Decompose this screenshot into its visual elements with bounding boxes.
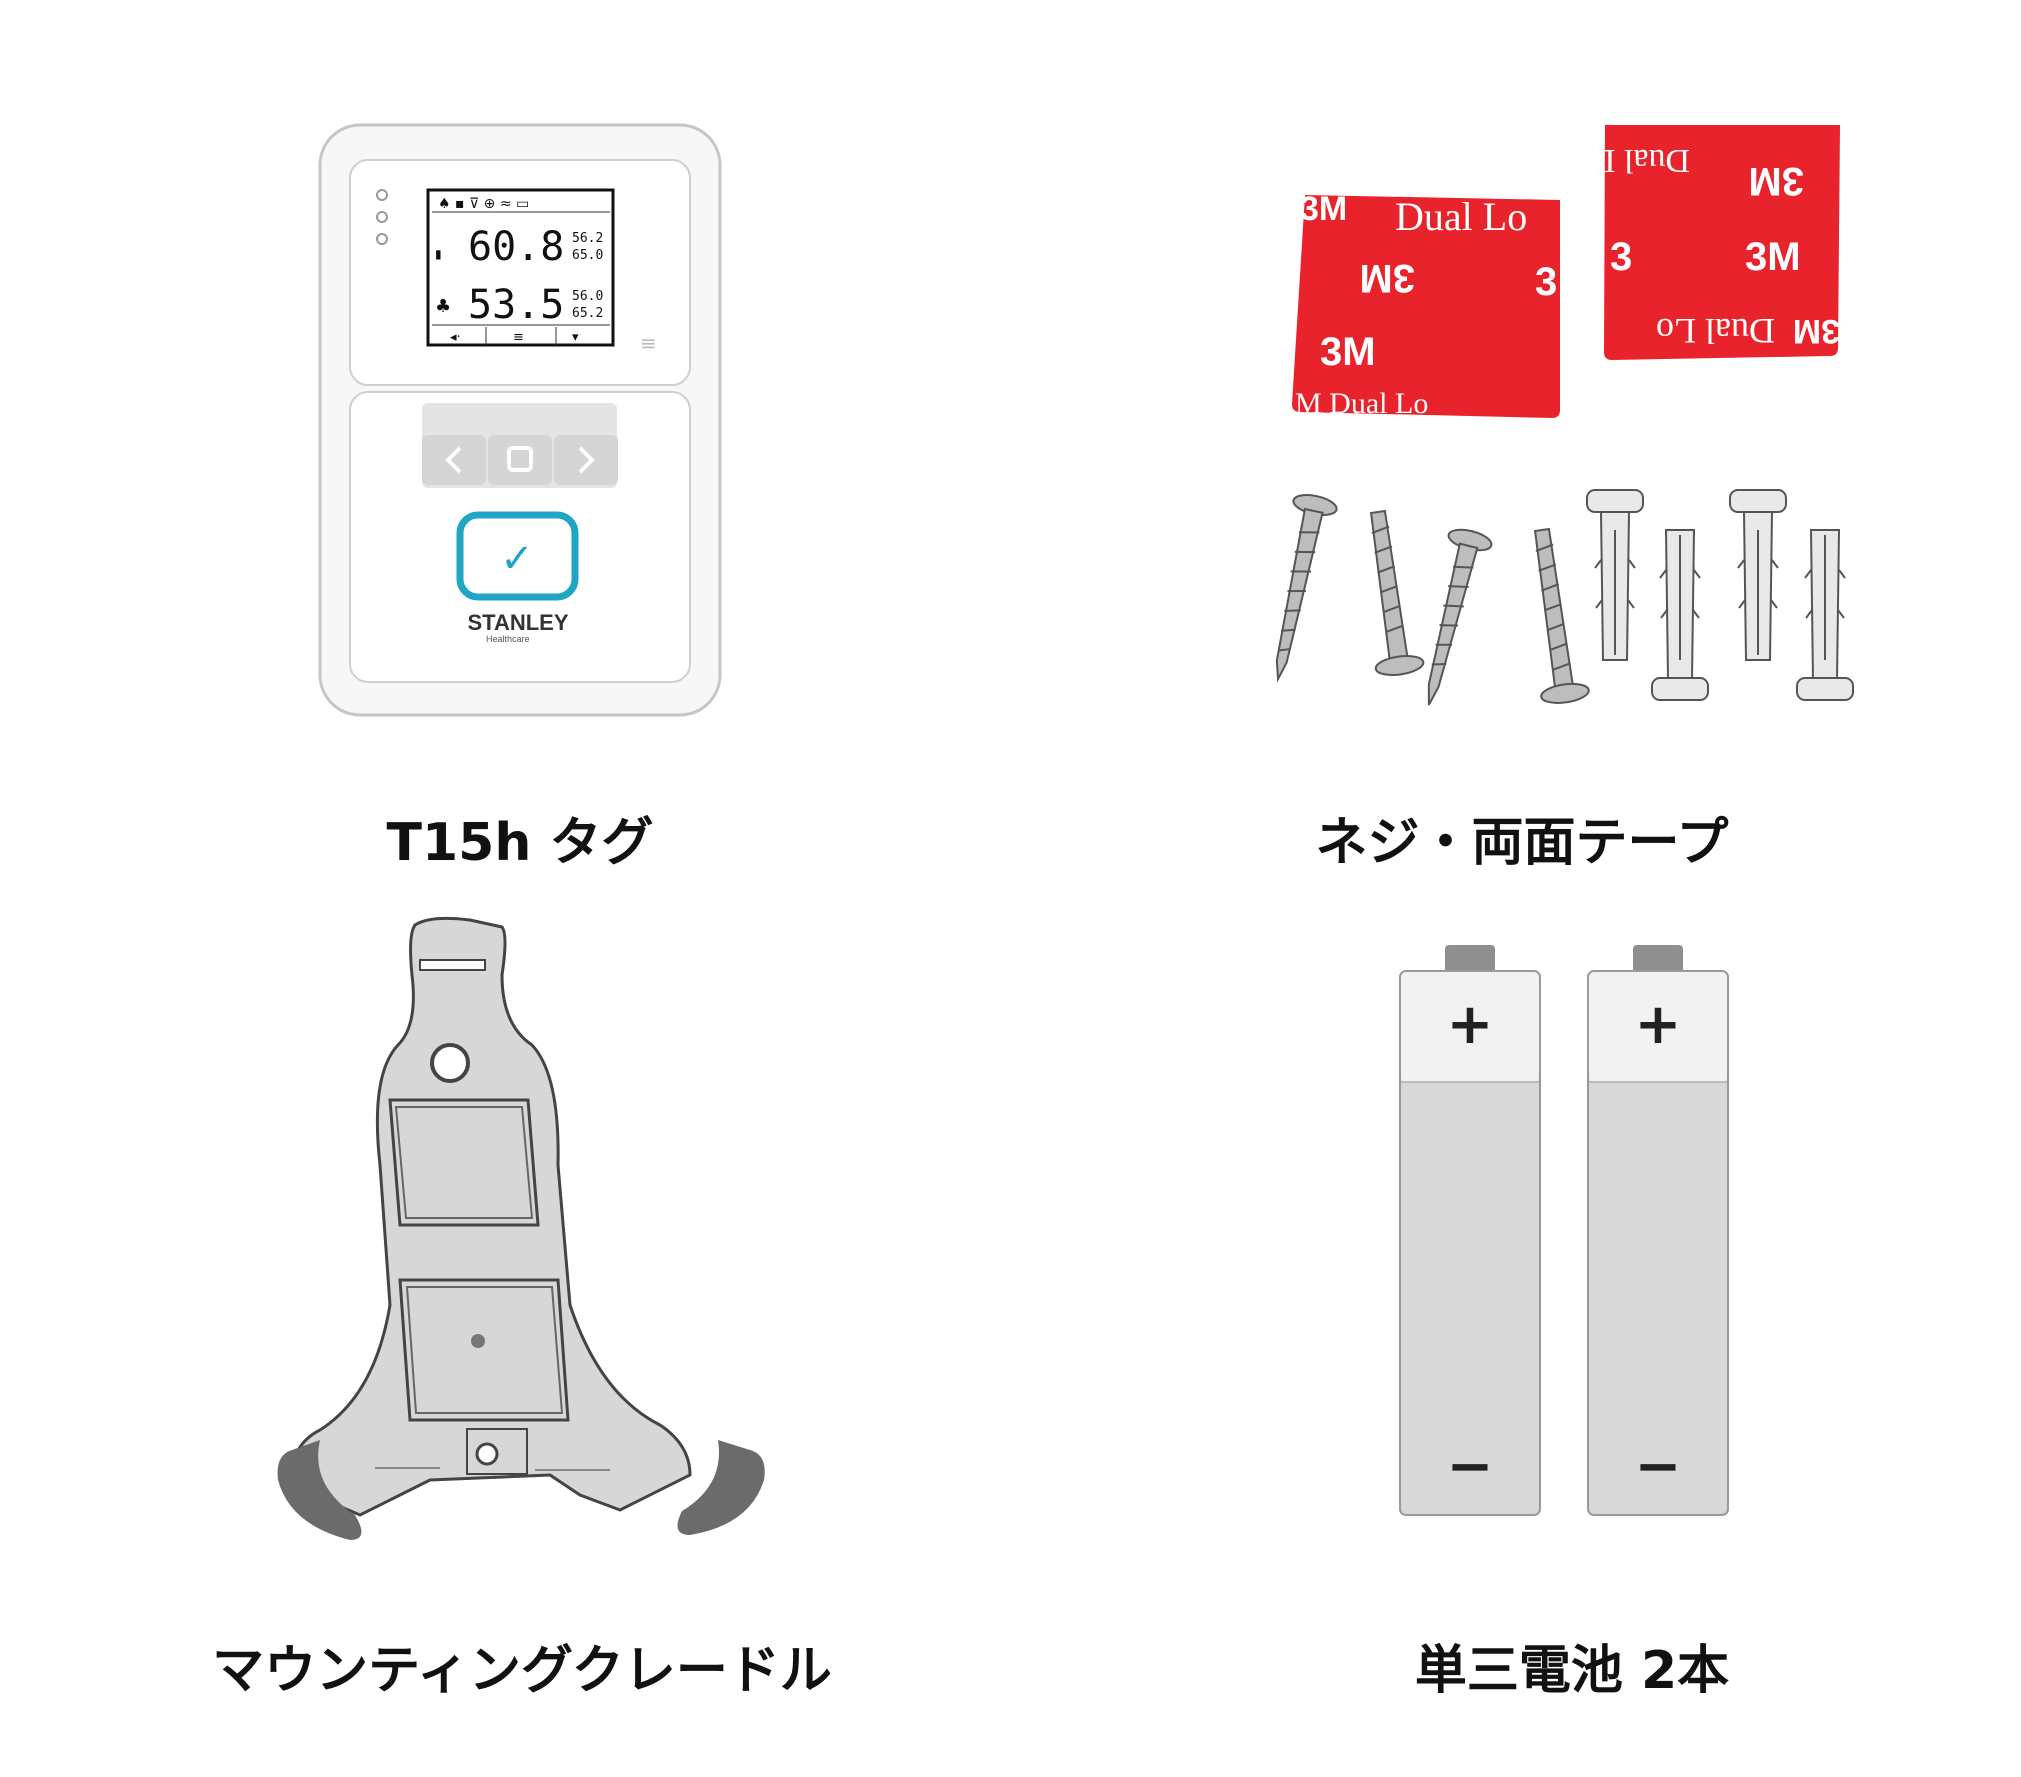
svg-text:▮: ▮ <box>435 247 442 261</box>
lcd-screen <box>426 188 615 347</box>
svg-text:56.2: 56.2 <box>572 231 603 246</box>
svg-text:◂·: ◂· <box>450 330 461 345</box>
svg-text:≡: ≡ <box>640 331 657 355</box>
svg-text:3M: 3M <box>1748 159 1804 203</box>
caption-batteries: 単三電池 2本 <box>1414 1641 1730 1701</box>
svg-text:56.0: 56.0 <box>572 289 603 304</box>
screws <box>1275 494 1590 706</box>
wall-anchors <box>1586 489 1854 701</box>
plus-icon: + <box>1447 992 1494 1057</box>
cradle-foot-right <box>677 1440 765 1535</box>
reading-top: 60.8 <box>468 224 564 270</box>
menu-button <box>488 435 552 485</box>
device-illustration: ♠ ▪ ⊽ ⊕ ≈ ▭ ▮ 60.8 56.2 65.0 ♣ 53.5 56.0… <box>310 120 730 720</box>
svg-text:3M: 3M <box>1745 235 1801 279</box>
cradle-illustration <box>270 915 790 1565</box>
battery-1: + − <box>1399 945 1541 1516</box>
left-button <box>422 435 486 485</box>
right-button <box>554 435 618 485</box>
cradle-drawing <box>277 916 765 1540</box>
minus-icon: − <box>1635 1434 1682 1499</box>
battery-2: + − <box>1587 945 1729 1516</box>
cradle-foot-left <box>277 1440 362 1540</box>
svg-text:3M: 3M <box>1359 256 1415 300</box>
screws-tape-illustration: 3M Dual Lo 3M 3 3M M Dual Lo Dual Lo 3M … <box>1270 120 1870 720</box>
check-button <box>456 511 579 601</box>
svg-text:3M: 3M <box>1793 312 1840 350</box>
svg-text:3M: 3M <box>1300 190 1347 228</box>
caption-screws-tape: ネジ・両面テープ <box>1315 813 1729 873</box>
plus-icon: + <box>1635 992 1682 1057</box>
caption-cradle: マウンティングクレードル <box>212 1641 832 1701</box>
check-icon: ✓ <box>500 536 534 582</box>
svg-text:Dual Lo: Dual Lo <box>1656 311 1775 351</box>
svg-text:Dual Lo: Dual Lo <box>1578 142 1690 179</box>
svg-text:Dual Lo: Dual Lo <box>1395 194 1527 239</box>
svg-text:♠ ▪ ⊽ ⊕ ≈ ▭: ♠ ▪ ⊽ ⊕ ≈ ▭ <box>438 196 529 212</box>
tape-pad-2: Dual Lo 3M 3 3M Dual Lo 3M <box>1578 125 1840 360</box>
brand-logo: STANLEY <box>467 610 568 635</box>
svg-text:3: 3 <box>1535 260 1557 304</box>
batteries-illustration: + − + − <box>1399 945 1740 1525</box>
svg-text:Healthcare: Healthcare <box>486 634 530 644</box>
svg-text:≡: ≡ <box>513 330 524 345</box>
svg-text:3: 3 <box>1610 235 1632 279</box>
tape-pad-1: 3M Dual Lo 3M 3 3M M Dual Lo <box>1292 190 1560 420</box>
svg-text:▾: ▾ <box>572 330 579 345</box>
svg-text:65.2: 65.2 <box>572 306 603 321</box>
svg-text:M Dual Lo: M Dual Lo <box>1295 387 1428 420</box>
reading-bottom: 53.5 <box>468 282 564 328</box>
screws-tape-drawing: 3M Dual Lo 3M 3 3M M Dual Lo Dual Lo 3M … <box>1275 125 1854 706</box>
svg-text:♣: ♣ <box>435 296 451 317</box>
svg-text:3M: 3M <box>1320 330 1376 374</box>
svg-text:65.0: 65.0 <box>572 248 603 263</box>
minus-icon: − <box>1447 1434 1494 1499</box>
t15h-tag-drawing: ♠ ▪ ⊽ ⊕ ≈ ▭ ▮ 60.8 56.2 65.0 ♣ 53.5 56.0… <box>318 123 722 717</box>
batteries-drawing: + − + − <box>1399 945 1729 1516</box>
caption-tag: T15h タグ <box>386 813 654 873</box>
